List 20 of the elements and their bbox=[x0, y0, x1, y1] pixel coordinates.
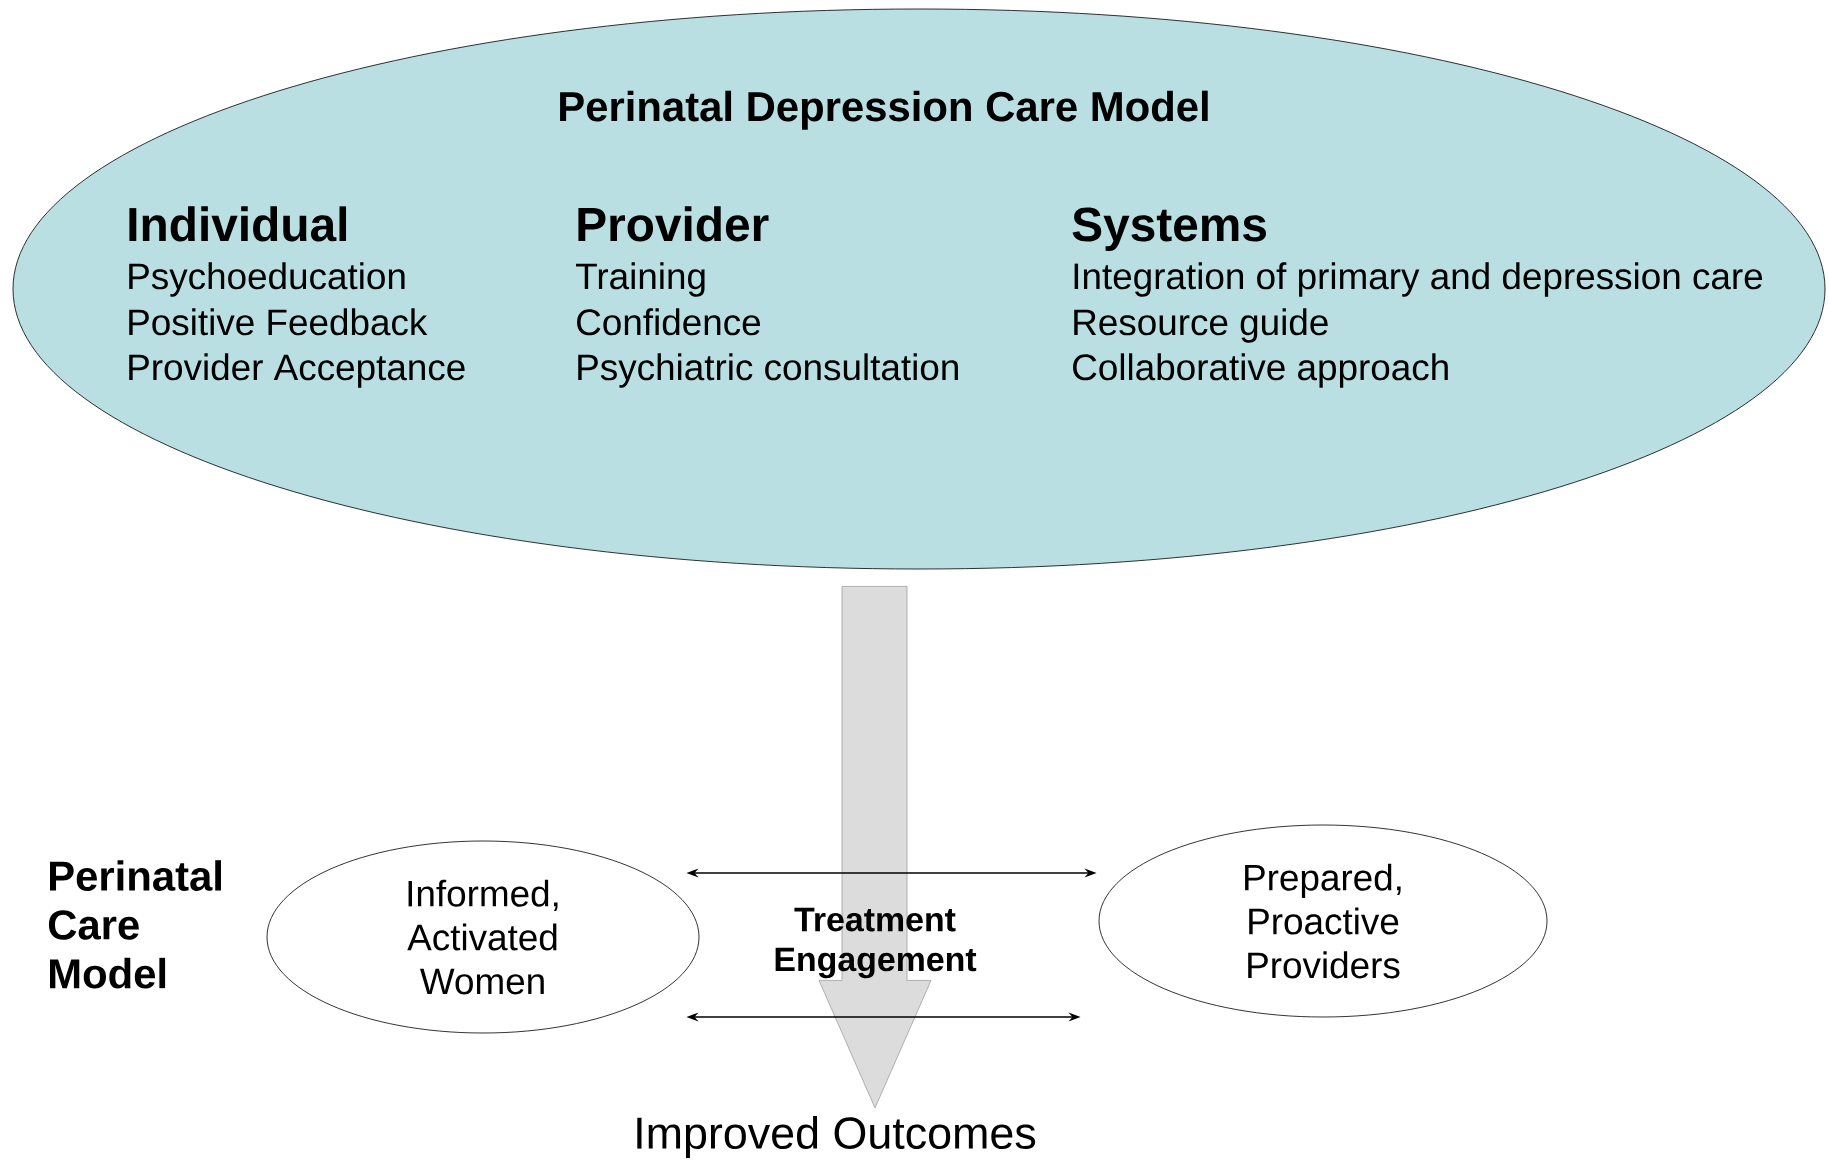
side-label: Perinatal Care Model bbox=[48, 860, 221, 989]
list-item: Psychoeducation bbox=[129, 262, 405, 297]
title: Perinatal Depression Care Model bbox=[560, 90, 1208, 130]
list-item: Resource guide bbox=[1074, 308, 1328, 343]
column-heading: Provider bbox=[578, 206, 769, 242]
block-arrow bbox=[818, 586, 932, 1109]
model-ellipse bbox=[12, 8, 1826, 570]
outcome-text: Improved Outcomes bbox=[637, 1116, 1036, 1158]
list-item: Integration of primary and depression care bbox=[1074, 262, 1763, 297]
list-item: Training bbox=[576, 262, 705, 297]
list-item: Confidence bbox=[577, 308, 760, 336]
list-item: Positive Feedback bbox=[129, 308, 428, 336]
list-item: Collaborative approach bbox=[1073, 353, 1448, 388]
list-item: Psychiatric consultation bbox=[578, 353, 958, 388]
engagement-label: Treatment Engagement bbox=[775, 907, 977, 979]
column-heading: Systems bbox=[1072, 207, 1266, 251]
ellipse-node: Informed, Activated Women bbox=[266, 840, 700, 1034]
column-heading: Individual bbox=[129, 206, 347, 242]
ellipse-node: Prepared, Proactive Providers bbox=[1098, 824, 1548, 1018]
list-item: Provider Acceptance bbox=[129, 353, 465, 388]
